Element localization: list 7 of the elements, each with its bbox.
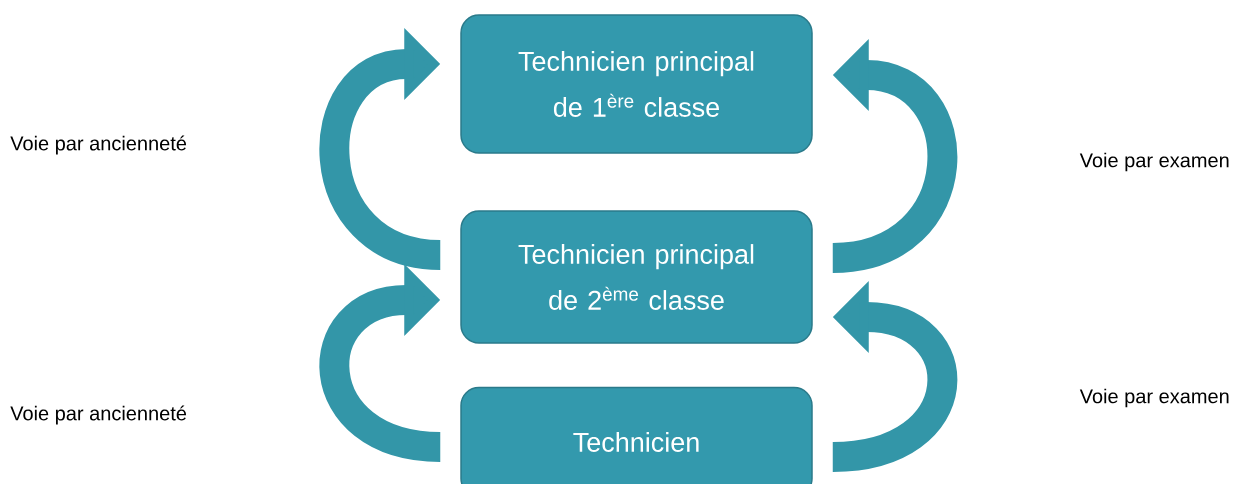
path-label: Voie par ancienneté — [10, 405, 187, 425]
rank-box: Technicien principal de 2$^{ème}$ classe — [460, 210, 813, 344]
rank-box: Technicien — [460, 386, 813, 484]
path-label: Voie par ancienneté — [10, 135, 187, 155]
rank-box: Technicien principal de 1$^{ère}$ classe — [460, 14, 813, 154]
path-label: Voie par examen — [1079, 388, 1229, 408]
path-label: Voie par examen — [1079, 152, 1229, 172]
